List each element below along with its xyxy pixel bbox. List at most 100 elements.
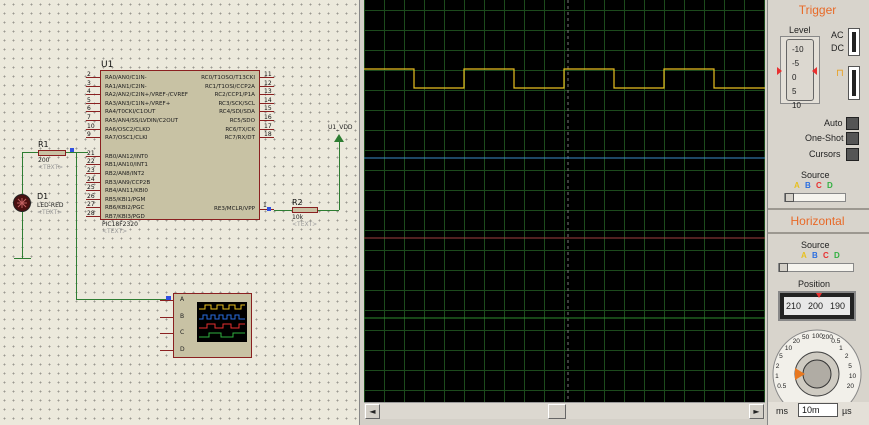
chip-left-pin-line — [86, 111, 100, 113]
chip-left-pin-number: 3 — [87, 79, 91, 87]
chip-left-pin-number: 22 — [87, 158, 95, 166]
channel-a-label: A — [801, 251, 807, 260]
channel-a-label: A — [794, 181, 800, 190]
timebase-value[interactable]: 10m — [798, 403, 838, 417]
trigger-source-slider[interactable] — [784, 193, 846, 202]
level-tick: 10 — [792, 101, 801, 110]
chip-left-pin-name: RA0/AN0/C1IN- — [105, 75, 147, 81]
scope-horizontal-scrollbar[interactable]: ◄ ► — [364, 402, 765, 419]
chip-left-pin-line — [86, 77, 100, 78]
d1-value: LED-RED — [37, 202, 64, 209]
probe-input-line — [160, 300, 174, 301]
cursors-button[interactable] — [846, 148, 859, 161]
channel-b-label: B — [805, 181, 811, 190]
chip-left-pin-number: 7 — [87, 114, 91, 121]
r1-text: <TEXT> — [38, 164, 64, 171]
d1-ref: D1 — [37, 192, 49, 201]
horizontal-source-thumb[interactable] — [779, 263, 788, 272]
chip-left-pin-line — [86, 164, 100, 166]
trigger-source-thumb[interactable] — [785, 193, 794, 202]
resistor-r1[interactable] — [38, 150, 66, 156]
probe-a-marker — [166, 296, 171, 301]
r1-ref: R1 — [38, 140, 49, 149]
auto-button[interactable] — [846, 117, 859, 130]
cursors-label: Cursors — [809, 149, 841, 159]
level-wheel[interactable] — [786, 39, 814, 101]
chip-right-pin-name: RC6/TX/CK — [225, 126, 255, 133]
resistor-r2[interactable] — [292, 207, 318, 213]
chip-text-placeholder: <TEXT> — [102, 228, 128, 235]
horizontal-source-label: Source — [801, 240, 830, 250]
chip-right-pin-name: RC7/RX/DT — [224, 135, 255, 142]
chip-left-pin-number: 21 — [87, 149, 95, 157]
timebase-tick: 0.5 — [831, 338, 841, 346]
oneshot-label: One-Shot — [805, 133, 844, 143]
scroll-left-button[interactable]: ◄ — [365, 404, 380, 419]
chip-left-pin-line — [86, 207, 100, 209]
chip-left-pin-number: 23 — [87, 167, 95, 174]
scroll-right-button[interactable]: ► — [749, 404, 764, 419]
unit-ms: ms — [776, 406, 788, 416]
ground-icon — [14, 258, 31, 259]
vdd-label: U1_VDD — [328, 124, 353, 131]
chip-left-pin-line — [86, 85, 100, 87]
led-d1[interactable] — [13, 194, 31, 212]
probe-channel-a: A — [180, 296, 185, 303]
chip-left-pin-number: 6 — [87, 105, 91, 113]
chip-right-pin-line — [260, 111, 274, 113]
chip-left-pin-name: RB5/KBI1/PGM — [105, 196, 146, 203]
wire-r1-rb0 — [66, 152, 88, 153]
chip-left-pin-name: RB7/KBI3/PGD — [105, 214, 145, 220]
level-label: Level — [789, 25, 811, 35]
timebase-readout-bar: ms 10m µs — [768, 402, 869, 425]
oneshot-button[interactable] — [846, 132, 859, 145]
chip-left-pin-line — [86, 216, 100, 217]
timebase-tick: 20 — [846, 382, 855, 390]
trigger-title: Trigger — [798, 3, 837, 17]
chip-left-pin-number: 2 — [87, 71, 91, 78]
wire-mclr-r2 — [274, 210, 292, 211]
chip-left-pin-number: 4 — [87, 88, 91, 96]
power-terminal-icon — [334, 134, 344, 142]
chip-left-pin-number: 28 — [87, 210, 95, 217]
scope-display[interactable] — [364, 0, 765, 402]
wire-probe-a — [76, 299, 168, 300]
chip-left-pin-name: RB1/AN10/INT1 — [105, 162, 148, 169]
schematic-canvas[interactable]: U1 RE3/MCLR/VPP RA0/AN0/C1IN-RA1/AN1/C2I… — [0, 0, 359, 425]
probe-input-line — [160, 349, 174, 351]
level-tick: -5 — [792, 59, 800, 68]
pic-microcontroller[interactable]: RE3/MCLR/VPP RA0/AN0/C1IN-RA1/AN1/C2IN-R… — [100, 70, 260, 220]
position-marker-icon — [816, 293, 822, 298]
chip-left-pin-name: RB3/AN9/CCP2B — [105, 179, 151, 186]
timebase-tick: 10 — [784, 344, 793, 352]
timebase-tick: 1 — [839, 344, 843, 352]
timebase-tick: 0.5 — [777, 382, 787, 390]
chip-left-pin-name: RA4/T0CKI/C1OUT — [105, 109, 156, 116]
chip-right-pin-name: RC3/SCK/SCL — [218, 100, 255, 107]
horizontal-source-slider[interactable] — [778, 263, 854, 272]
r2-ref: R2 — [292, 198, 303, 207]
wire-rb0-probe — [76, 152, 77, 299]
oscilloscope-instrument[interactable] — [173, 293, 252, 358]
coupling-switch[interactable] — [848, 28, 860, 56]
chip-right-pin-number: 13 — [264, 88, 272, 96]
chip-right-pin-name: RC2/CCP1/P1A — [214, 92, 255, 99]
chip-right-pin-number: 11 — [264, 71, 272, 78]
timebase-tick: 20 — [792, 338, 800, 346]
position-value: 200 — [808, 301, 824, 311]
chip-left-pin-line — [86, 94, 100, 96]
chip-right-pin-number: 18 — [264, 131, 272, 139]
trigger-edge-switch[interactable] — [848, 66, 860, 100]
chip-left-pin-line — [86, 120, 100, 121]
r2-text: <TEXT> — [292, 221, 318, 228]
level-marker-right-icon — [812, 67, 817, 75]
unit-us: µs — [842, 406, 852, 416]
scroll-thumb[interactable] — [548, 404, 566, 419]
level-tick: 5 — [792, 87, 797, 96]
chip-left-pin-number: 5 — [87, 96, 91, 104]
wire-r2-vdd — [318, 210, 339, 211]
timebase-knob[interactable] — [795, 352, 839, 396]
chip-right-pin-line — [260, 85, 274, 87]
